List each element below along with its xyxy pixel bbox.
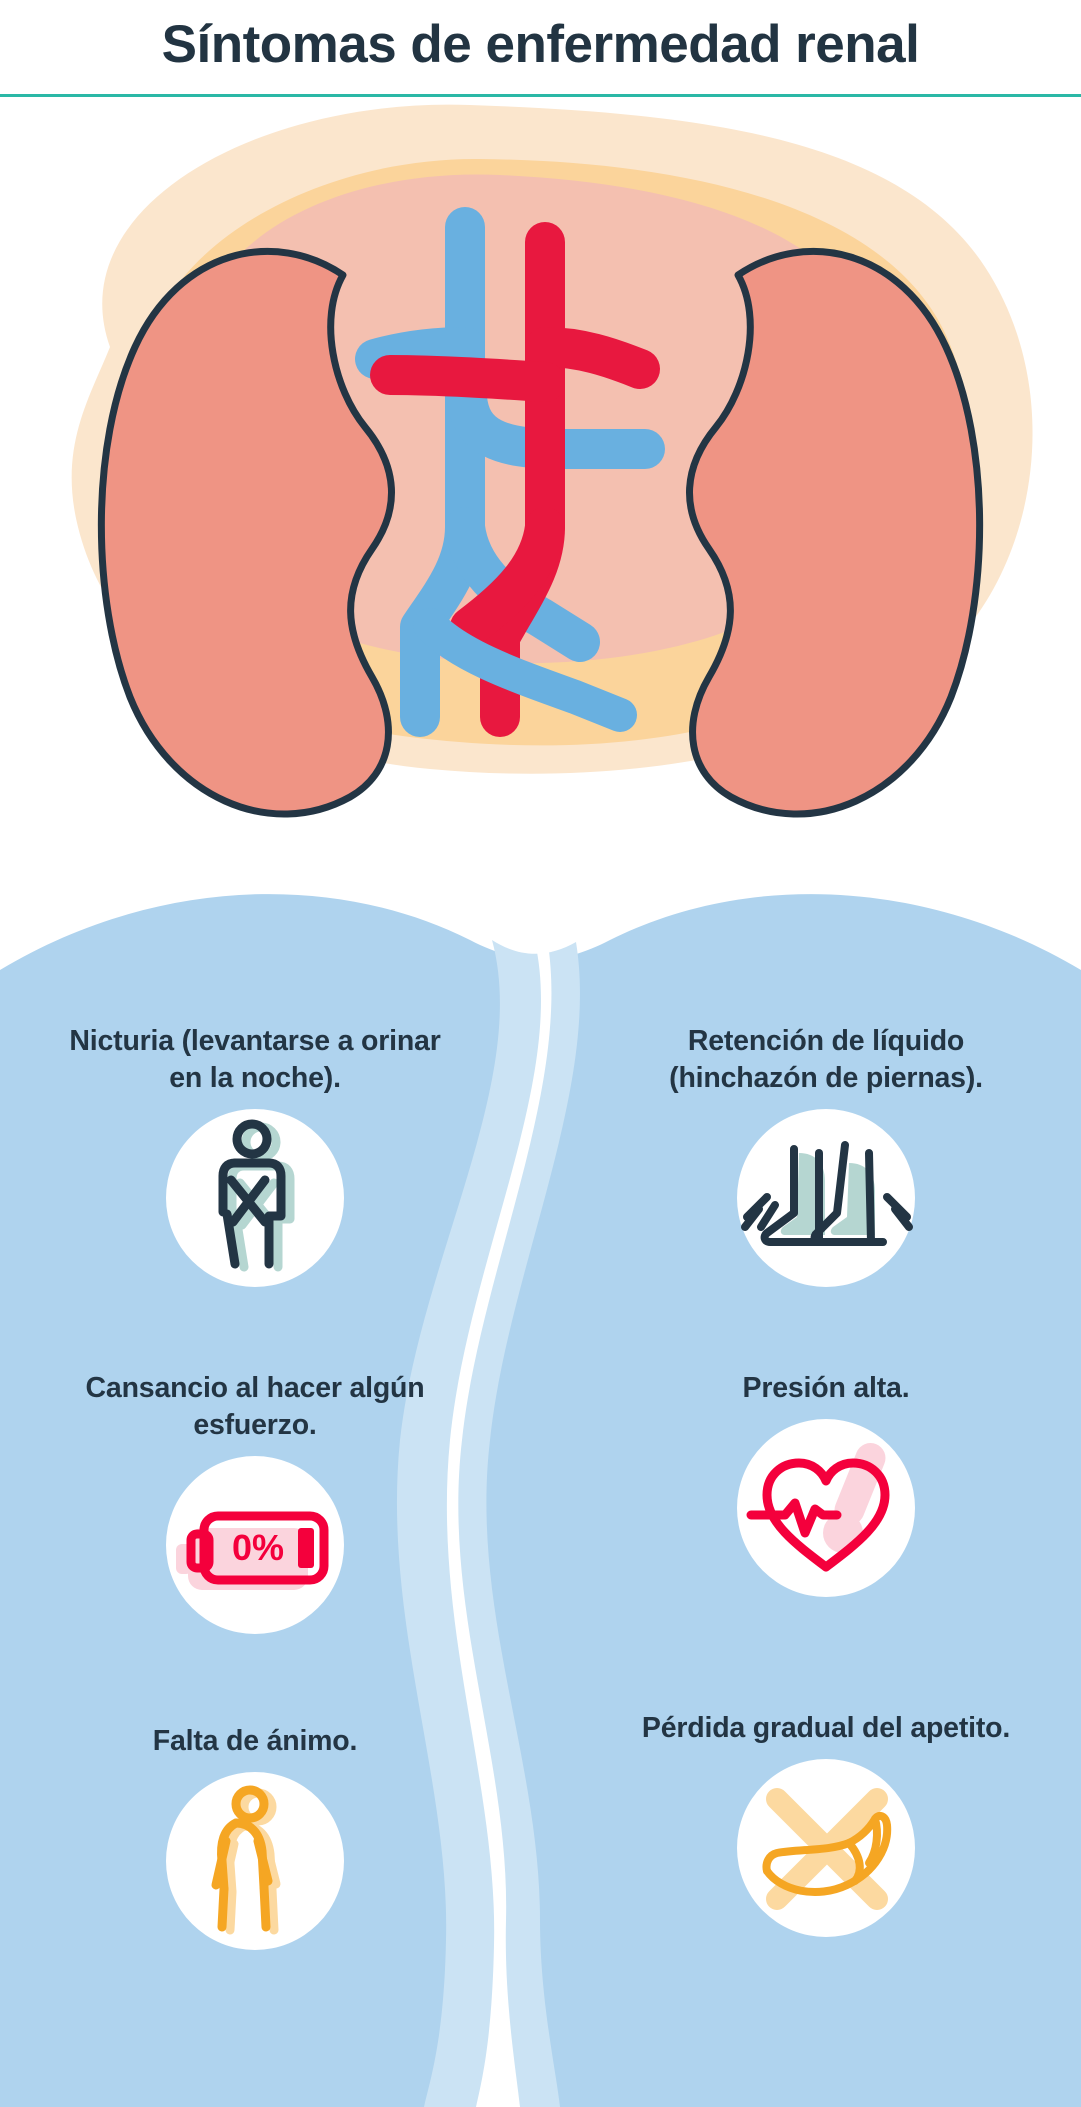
renal-artery: [370, 222, 660, 737]
pulse-shadow-bar: [834, 1443, 886, 1525]
symptom-label: Cansancio al hacer algún esfuerzo.: [85, 1372, 425, 1441]
heart-outline: [762, 1458, 890, 1572]
person-urge-to-urinate-icon: [166, 1109, 344, 1287]
symptom-card-nicturia: Nicturia (levantarse a orinar en la noch…: [25, 1023, 485, 1287]
title-divider: [0, 94, 1081, 97]
kidney-diagram-svg: [71, 104, 1033, 818]
symptom-icon-wrap: [737, 1419, 915, 1597]
kidney-right-body: [686, 247, 984, 818]
symptom-icon-wrap: [166, 1772, 344, 1950]
symptom-icon-wrap: [737, 1759, 915, 1937]
leg-shadow-left: [780, 1153, 825, 1235]
slouching-person-icon: [166, 1772, 344, 1950]
ecg-line: [746, 1498, 842, 1538]
symptom-card-appetite-loss: Pérdida gradual del apetito.: [596, 1710, 1056, 1937]
battery-body: [199, 1511, 329, 1585]
banana-outline: [762, 1811, 892, 1896]
symptom-card-fluid-retention: Retención de líquido (hinchazón de piern…: [596, 1023, 1056, 1287]
panel-wave-light: [396, 940, 580, 2107]
vein-lower-fork: [413, 608, 637, 732]
symptom-icon-wrap: [737, 1109, 915, 1287]
icon-circle-background: [166, 1772, 344, 1950]
symptom-label: Pérdida gradual del apetito.: [641, 1712, 1011, 1744]
leg-right-outline: [810, 1141, 887, 1246]
low-battery-icon: 0%: [166, 1456, 344, 1634]
swollen-legs-icon: [737, 1109, 915, 1287]
leg-shadow-right: [830, 1163, 875, 1235]
page-title: Síntomas de enfermedad renal: [161, 15, 920, 74]
kidney-left-body: [97, 247, 395, 818]
symptom-card-fatigue: Cansancio al hacer algún esfuerzo. 0%: [25, 1370, 485, 1634]
battery-shadow-body: [188, 1528, 308, 1590]
header: Síntomas de enfermedad renal: [0, 0, 1081, 97]
swelling-motion-lines-right: [883, 1193, 913, 1231]
symptom-icon-wrap: [166, 1109, 344, 1287]
symptom-label: Presión alta.: [742, 1372, 910, 1404]
kidney-illustration: [0, 97, 1081, 897]
symptoms-panel: Nicturia (levantarse a orinar en la noch…: [0, 880, 1081, 2107]
symptom-label: Retención de líquido (hinchazón de piern…: [669, 1025, 983, 1094]
symptom-card-high-blood-pressure: Presión alta.: [596, 1370, 1056, 1597]
banana-crossed-out-icon: [737, 1759, 915, 1937]
battery-level-bar: [298, 1528, 314, 1568]
heart-pulse-icon: [737, 1419, 915, 1597]
leg-right-inner: [865, 1149, 875, 1246]
leg-left-outline: [760, 1145, 833, 1246]
symptom-card-low-mood: Falta de ánimo.: [25, 1723, 485, 1950]
symptom-label: Falta de ánimo.: [152, 1725, 358, 1757]
swelling-motion-lines: [741, 1193, 779, 1231]
symptom-label: Nicturia (levantarse a orinar en la noch…: [69, 1025, 441, 1094]
panel-wave-white: [446, 942, 552, 2107]
battery-percent-label: 0%: [232, 1527, 284, 1568]
symptom-icon-wrap: 0%: [166, 1456, 344, 1634]
